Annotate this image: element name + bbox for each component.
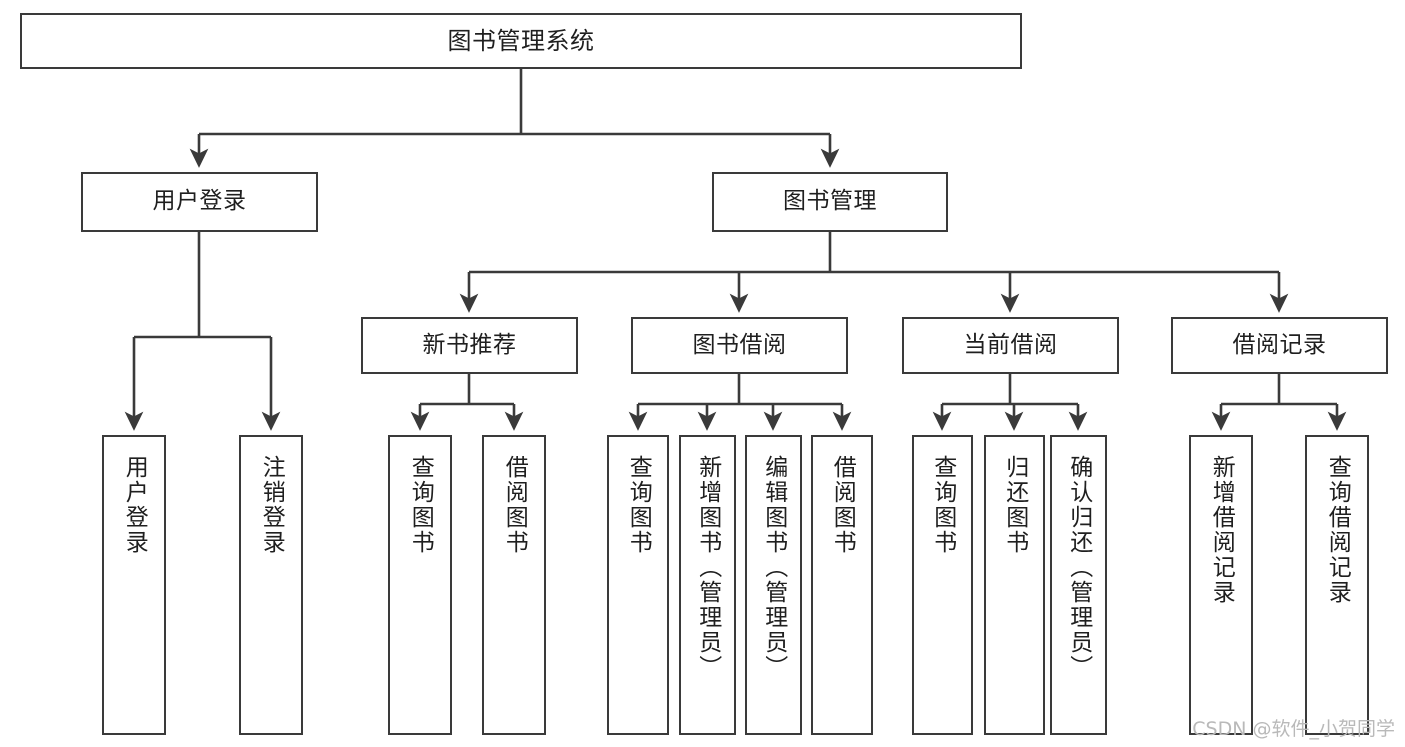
leaf-label: 确认归还（管理员）	[1065, 455, 1092, 680]
node-book-management-label: 图书管理	[783, 188, 877, 215]
node-root[interactable]: 图书管理系统	[20, 13, 1022, 69]
leaf-label: 用户登录	[121, 455, 148, 555]
leaf-label: 编辑图书（管理员）	[760, 455, 787, 680]
leaf-node[interactable]: 用户登录	[102, 435, 166, 735]
leaf-node[interactable]: 查询图书	[388, 435, 452, 735]
node-root-label: 图书管理系统	[447, 26, 595, 55]
leaf-node[interactable]: 注销登录	[239, 435, 303, 735]
leaf-label: 归还图书	[1001, 455, 1028, 555]
leaf-label: 新增图书（管理员）	[694, 455, 721, 680]
leaf-node[interactable]: 归还图书	[984, 435, 1045, 735]
leaf-label: 查询图书	[407, 455, 434, 555]
node-new-book-recommend-label: 新书推荐	[422, 331, 517, 358]
leaf-node[interactable]: 借阅图书	[482, 435, 546, 735]
leaf-node[interactable]: 新增借阅记录	[1189, 435, 1253, 735]
leaf-node[interactable]: 查询图书	[912, 435, 973, 735]
leaf-label: 新增借阅记录	[1208, 455, 1235, 605]
csdn-watermark: CSDN @软件_小贺同学	[1192, 718, 1395, 740]
node-current-borrow-label: 当前借阅	[963, 331, 1058, 358]
leaf-label: 借阅图书	[829, 455, 856, 555]
leaf-label: 注销登录	[258, 455, 285, 555]
node-new-book-recommend[interactable]: 新书推荐	[361, 317, 578, 374]
leaf-node[interactable]: 查询借阅记录	[1305, 435, 1369, 735]
node-borrow-record-label: 借阅记录	[1232, 331, 1327, 358]
leaf-node[interactable]: 借阅图书	[811, 435, 873, 735]
node-user-login[interactable]: 用户登录	[81, 172, 318, 232]
leaf-node[interactable]: 编辑图书（管理员）	[745, 435, 802, 735]
node-book-management[interactable]: 图书管理	[712, 172, 948, 232]
leaf-label: 查询图书	[625, 455, 652, 555]
node-current-borrow[interactable]: 当前借阅	[902, 317, 1119, 374]
leaf-node[interactable]: 新增图书（管理员）	[679, 435, 736, 735]
leaf-node[interactable]: 确认归还（管理员）	[1050, 435, 1107, 735]
leaf-label: 借阅图书	[501, 455, 528, 555]
node-borrow-record[interactable]: 借阅记录	[1171, 317, 1388, 374]
node-user-login-label: 用户登录	[152, 188, 247, 215]
leaf-node[interactable]: 查询图书	[607, 435, 669, 735]
node-book-borrow-label: 图书借阅	[692, 331, 787, 358]
leaf-label: 查询借阅记录	[1324, 455, 1351, 605]
leaf-label: 查询图书	[929, 455, 956, 555]
node-book-borrow[interactable]: 图书借阅	[631, 317, 848, 374]
